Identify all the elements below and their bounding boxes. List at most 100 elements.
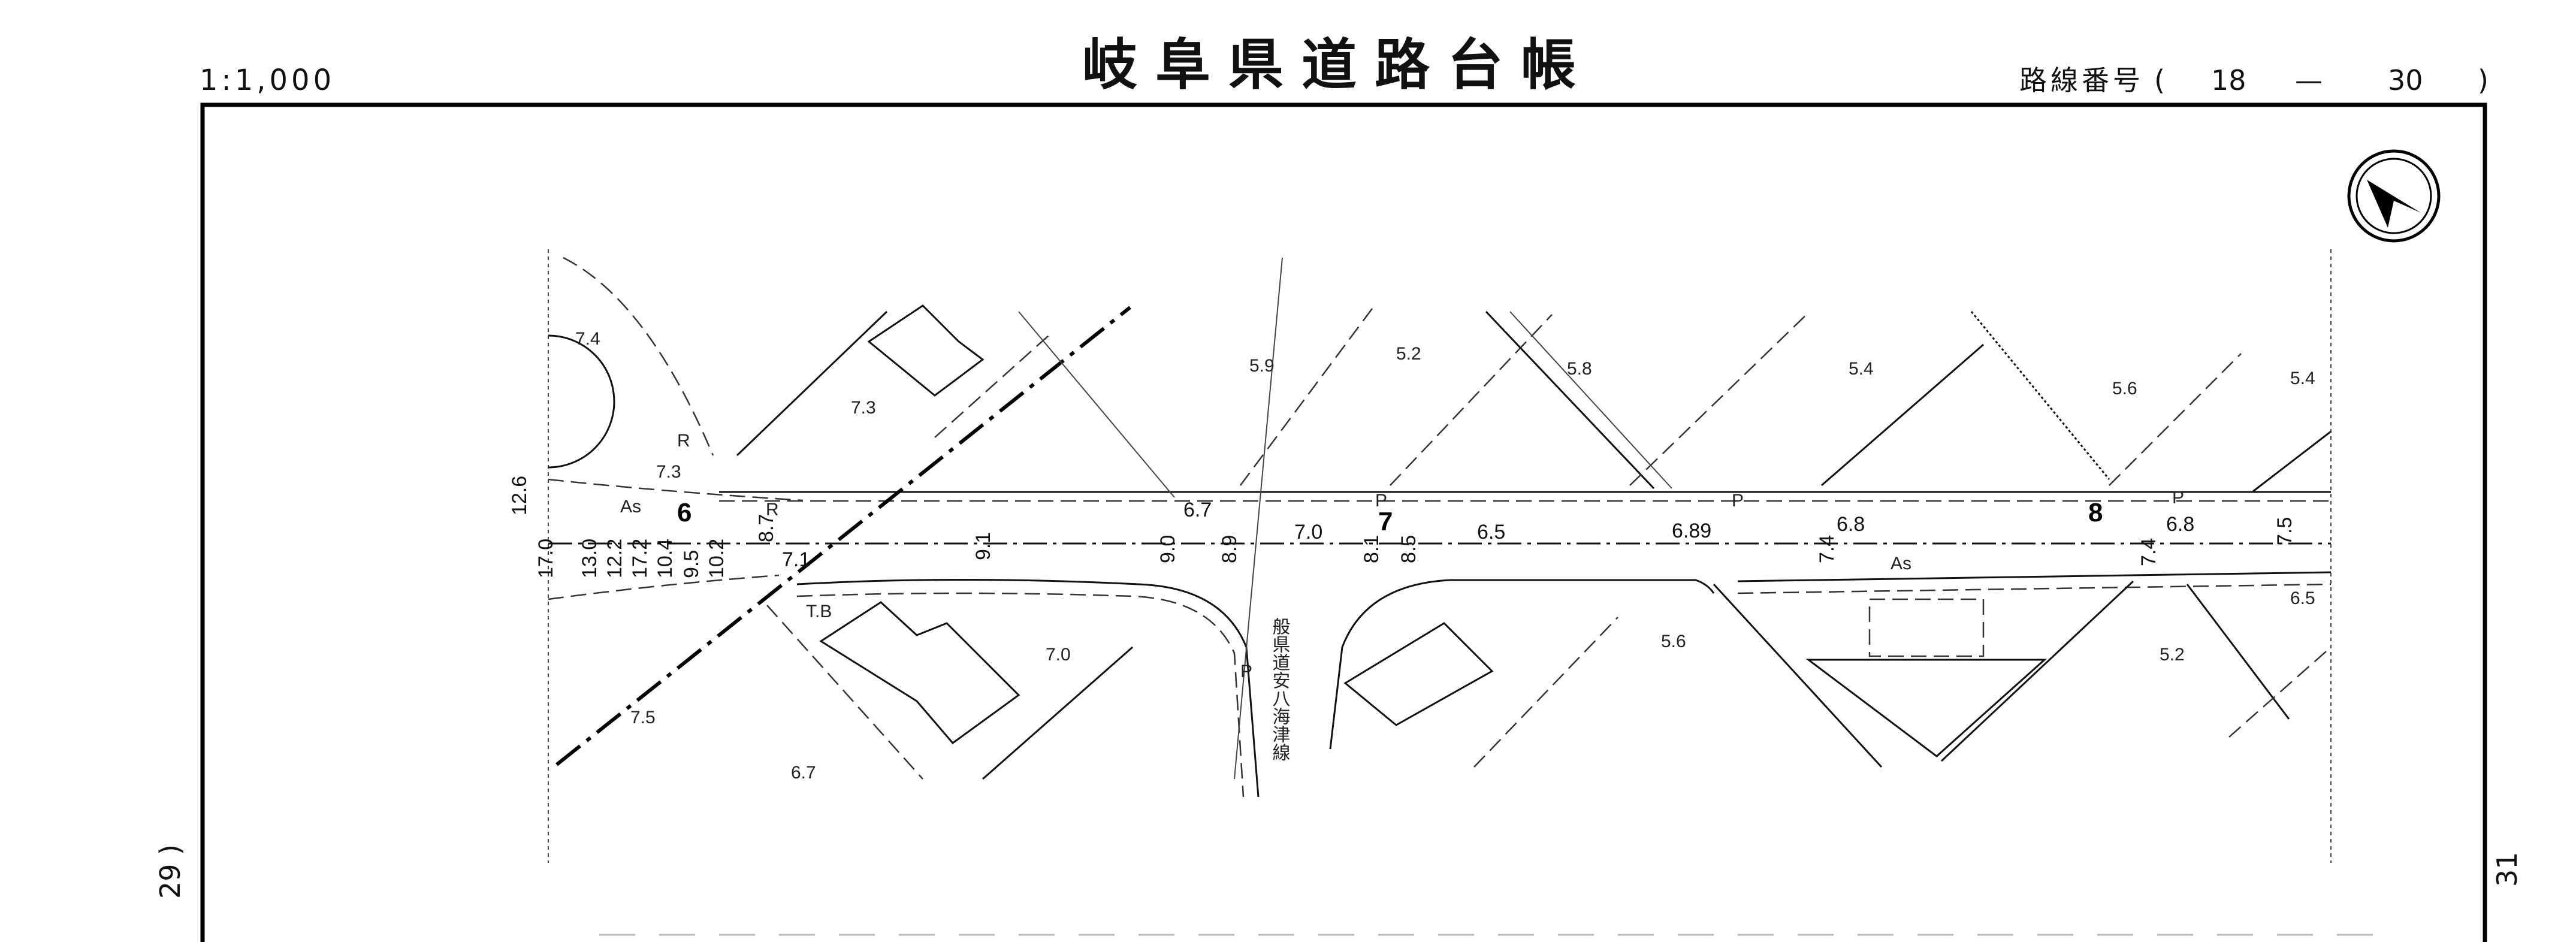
elevation: 5.4 — [1849, 359, 1874, 379]
elevation: 7.3 — [656, 462, 681, 482]
lot-line — [1821, 343, 1984, 487]
north-arrow-icon — [2347, 149, 2441, 243]
elevation: 5.2 — [2160, 645, 2185, 665]
station-number: 8 — [2088, 498, 2103, 527]
scale-label: 1:1,000 — [200, 64, 335, 97]
sheet-frame — [200, 102, 2487, 942]
facility-label: R — [677, 431, 690, 451]
route-major: 18 — [2211, 64, 2246, 96]
elevation: 7.0 — [1046, 645, 1071, 665]
road-edge-south-mid — [1329, 579, 1715, 750]
building — [1805, 659, 2047, 757]
building — [819, 601, 1020, 745]
lot-line — [1239, 308, 1373, 486]
road-edge-south-east — [1737, 571, 2332, 582]
elevation: 5.4 — [2290, 369, 2315, 388]
road-sidewalk-south-west — [796, 592, 1245, 798]
lot-line — [2109, 353, 2242, 486]
map-linework — [548, 256, 2332, 798]
plaza-boundary — [563, 256, 714, 456]
facility-label: P — [2172, 488, 2184, 508]
surface-label: As — [620, 497, 641, 517]
elevation: 5.6 — [2112, 379, 2137, 398]
facility-label: T.B — [806, 602, 832, 621]
page-title: 岐阜県道路台帳 — [1082, 33, 1594, 97]
width-dimension: 17.0 — [534, 539, 557, 578]
elevation: 7.3 — [851, 398, 876, 418]
lot-line — [934, 335, 1049, 438]
width-dimension: 12.2 — [603, 539, 626, 578]
elevation: 6.5 — [2290, 588, 2315, 608]
elevation: 6.8 — [2166, 513, 2194, 536]
facility-label: R — [766, 500, 779, 520]
road-name-label: 般県道安八海津線 — [1270, 617, 1291, 761]
railway-hatch — [1970, 311, 2110, 480]
elevation: 7.1 — [782, 548, 810, 571]
road-edge-west-taper — [548, 574, 780, 600]
lot-line — [736, 310, 888, 457]
elevation: 5.2 — [1396, 344, 1421, 364]
surface-label: As — [1891, 554, 1911, 573]
elevation: 6.5 — [1477, 521, 1505, 544]
width-dimension: 7.4 — [2137, 538, 2160, 566]
elevation: 7.4 — [575, 329, 600, 349]
width-dimension: 9.5 — [680, 550, 703, 578]
elevation: 7.0 — [1294, 521, 1322, 544]
crossing-line — [1234, 257, 1283, 780]
lot-line — [1390, 314, 1553, 486]
width-dimension: 7.5 — [2273, 517, 2296, 545]
crossing-road — [1018, 311, 1175, 498]
lot-line — [1473, 617, 1618, 768]
route-close-paren: ) — [2478, 64, 2489, 96]
width-dimensions: 12.6 17.0 13.0 12.2 17.2 10.4 9.5 10.2 8… — [508, 476, 2296, 578]
lot-line — [1940, 580, 2134, 762]
route-label: 路線番号 — [2019, 64, 2144, 96]
width-dimension: 8.5 — [1397, 535, 1420, 563]
width-dimension: 13.0 — [578, 539, 601, 578]
road-edge-south-west — [796, 579, 1260, 798]
circular-plaza-edge — [548, 334, 615, 469]
left-page-number: 29 ) — [154, 844, 186, 899]
lot-line — [2186, 584, 2290, 720]
elevation-labels: 7.4 7.3 7.3 5.9 5.2 5.8 5.4 5.6 5.4 7.0 … — [575, 329, 2315, 783]
station-number: 7 — [1378, 507, 1393, 536]
boundary-diagonal — [555, 306, 1131, 766]
width-dimension: 17.2 — [629, 539, 651, 578]
elevation: 6.7 — [791, 763, 816, 783]
elevation: 6.89 — [1672, 520, 1711, 542]
lot-line — [1485, 310, 1655, 490]
elevation: 6.8 — [1837, 513, 1865, 536]
right-page-number: 31 — [2491, 852, 2523, 887]
width-dimension: 9.0 — [1156, 535, 1179, 563]
facility-label: P — [1375, 491, 1387, 511]
building — [1343, 622, 1494, 726]
route-number: 路線番号 ( 18 — 30 ) — [2019, 64, 2489, 96]
elevation: 7.5 — [630, 708, 656, 727]
elevation: 5.6 — [1661, 632, 1686, 651]
route-dash: — — [2295, 64, 2323, 96]
lot-line — [1629, 311, 1810, 486]
building-outline — [1868, 598, 1985, 657]
width-dimension: 10.4 — [654, 539, 677, 578]
lot-line — [982, 646, 1133, 780]
lot-line — [1509, 311, 1672, 489]
lot-line — [2252, 430, 2332, 493]
width-dimension: 10.2 — [705, 539, 728, 578]
road-sidewalk-south-east — [1737, 583, 2332, 594]
road-edge-west-taper — [548, 478, 804, 502]
facility-label: P — [1732, 491, 1744, 511]
width-dimension: 7.4 — [1816, 535, 1838, 563]
elevation: 5.9 — [1249, 356, 1275, 376]
facility-label: P — [1240, 662, 1252, 681]
width-dimension: 8.9 — [1218, 535, 1241, 563]
width-dimension: 9.1 — [972, 532, 995, 560]
route-open-paren: ( — [2154, 64, 2165, 96]
elevation: 6.7 — [1183, 499, 1212, 521]
station-number: 6 — [677, 498, 691, 527]
width-dimension: 8.1 — [1360, 535, 1383, 563]
route-minor: 30 — [2388, 64, 2423, 96]
width-dimension: 12.6 — [508, 476, 531, 515]
elevation: 5.8 — [1567, 359, 1592, 379]
width-dimension: 8.7 — [755, 514, 778, 542]
